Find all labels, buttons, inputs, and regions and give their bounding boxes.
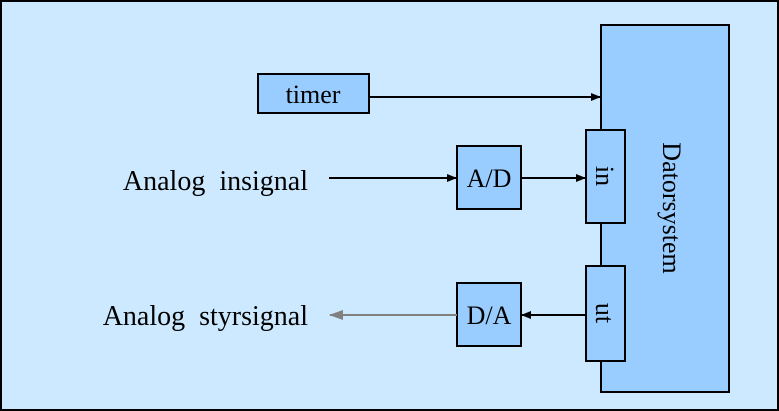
ut-port-block: [585, 265, 626, 362]
timer-block: [257, 73, 370, 114]
in-port-block: [585, 129, 626, 224]
da-label: D/A: [467, 301, 512, 330]
ad-block: [456, 145, 522, 210]
ut-port-label: ut: [590, 303, 619, 324]
ad-label: A/D: [467, 164, 512, 193]
da-block: [456, 282, 522, 347]
output-signal-label: Analog styrsignal: [103, 301, 309, 332]
input-signal-label: Analog insignal: [123, 166, 308, 197]
timer-label: timer: [286, 80, 341, 109]
in-port-label: in: [590, 166, 619, 186]
datorsystem-label: Datorsystem: [657, 142, 686, 273]
